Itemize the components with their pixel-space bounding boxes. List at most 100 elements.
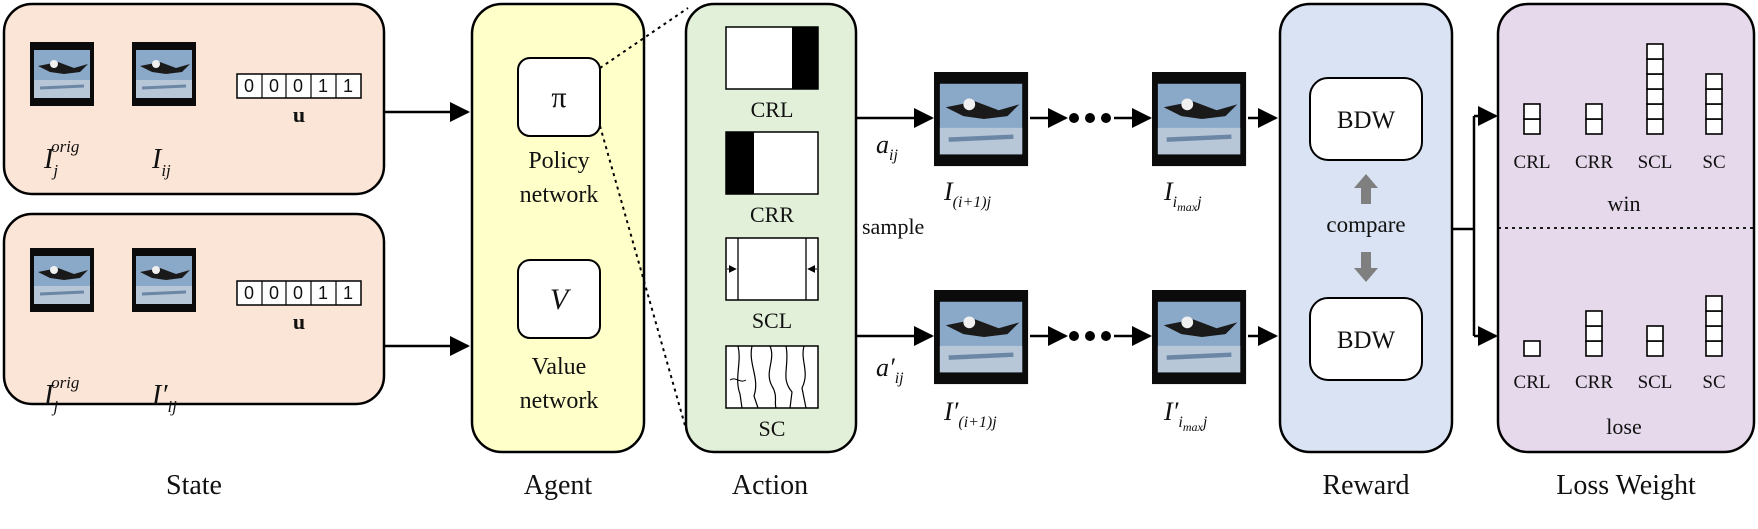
image-thumbnail	[130, 246, 198, 314]
weight-unit-scl	[1646, 43, 1664, 60]
weight-unit-sc	[1705, 295, 1723, 312]
bdw-box-top	[1309, 77, 1423, 161]
action-label: SCL	[752, 308, 792, 333]
sample-label: sample	[862, 214, 924, 239]
action-section: CRL CRR SCL SC Action	[684, 2, 858, 501]
state-top-vector: 0 0 0 1 1 u	[236, 73, 362, 127]
weight-unit-scl	[1646, 340, 1664, 357]
image-label: Iimaxj	[1163, 177, 1202, 214]
weight-unit-sc	[1705, 88, 1723, 105]
vector-cell: 0	[269, 283, 279, 303]
weight-unit-sc	[1705, 340, 1723, 357]
action-symbol: a′ij	[876, 353, 904, 387]
state-bottom-vector: 0 0 0 1 1 u	[236, 280, 362, 334]
weight-unit-scl	[1646, 73, 1664, 90]
policy-symbol: π	[551, 81, 566, 114]
weight-unit-crr	[1585, 103, 1603, 120]
reward-section: BDW compare BDW Reward	[1278, 2, 1454, 501]
vector-cell: 0	[244, 283, 254, 303]
policy-network-box	[517, 57, 601, 137]
weight-unit-sc	[1705, 325, 1723, 342]
action-label: CRL	[751, 97, 794, 122]
loss-category-label: CRL	[1514, 372, 1551, 393]
vector-label: u	[293, 309, 305, 334]
weight-unit-crr	[1585, 325, 1603, 342]
action-icon-scl	[725, 237, 819, 301]
state-section: 0 0 0 1 1 u 0 0 0 1 1 u Ijorig Iij Ijori…	[2, 2, 386, 501]
loss-category-label: SCL	[1638, 152, 1673, 173]
value-label: network	[520, 388, 599, 414]
action-label: CRR	[750, 202, 794, 227]
weight-unit-crl	[1523, 103, 1541, 120]
up-arrow-icon	[1354, 174, 1378, 204]
win-bar-group	[1523, 43, 1723, 135]
loss-category-label: SC	[1702, 372, 1725, 393]
image-label: I′(i+1)j	[943, 397, 997, 431]
crop-region	[792, 27, 818, 89]
weight-unit-crr	[1585, 310, 1603, 327]
policy-label: network	[520, 182, 599, 208]
weight-unit-crr	[1585, 118, 1603, 135]
vector-cell: 0	[269, 76, 279, 96]
weight-unit-scl	[1646, 103, 1664, 120]
vector-cell: 1	[343, 76, 353, 96]
section-title: State	[166, 470, 222, 501]
vector-cell: 1	[343, 283, 353, 303]
value-network-box	[517, 259, 601, 339]
weight-unit-sc	[1705, 310, 1723, 327]
zoom-line	[599, 125, 689, 437]
win-label: win	[1608, 191, 1641, 216]
action-label: SC	[759, 416, 786, 441]
ellipsis-dot	[1085, 113, 1095, 123]
image-label: Ijorig	[43, 373, 79, 416]
vector-cell: 0	[293, 283, 303, 303]
reward-to-loss-connector	[1452, 106, 1498, 346]
crop-region	[726, 132, 754, 194]
weight-unit-scl	[1646, 118, 1664, 135]
image-label: I(i+1)j	[943, 177, 992, 211]
vector-cell: 0	[244, 76, 254, 96]
image-label: Iij	[151, 144, 171, 180]
bdw-label: BDW	[1337, 327, 1396, 354]
action-panel	[684, 2, 858, 454]
trajectory-section: sample aij I(i+1)j Iimaxj a′ij I′(i+1)j …	[856, 72, 1278, 434]
ellipsis-dot	[1069, 331, 1079, 341]
bdw-box-bottom	[1309, 297, 1423, 381]
section-title: Agent	[524, 470, 593, 501]
policy-label: Policy	[528, 148, 589, 174]
weight-unit-sc	[1705, 73, 1723, 90]
vector-cell: 0	[293, 76, 303, 96]
weight-unit-scl	[1646, 58, 1664, 75]
vector-cell: 1	[318, 283, 328, 303]
image-label: I′ij	[151, 380, 177, 416]
ellipsis-dot	[1069, 113, 1079, 123]
down-arrow-icon	[1354, 252, 1378, 282]
compare-label: compare	[1326, 212, 1405, 237]
weight-unit-crl	[1523, 340, 1541, 357]
bdw-label: BDW	[1337, 107, 1396, 134]
action-symbol: aij	[876, 130, 898, 164]
image-thumbnail	[1152, 72, 1246, 166]
image-thumbnail	[28, 246, 96, 314]
section-title: Loss Weight	[1556, 470, 1696, 501]
weight-unit-sc	[1705, 118, 1723, 135]
weight-unit-scl	[1646, 325, 1664, 342]
section-title: Reward	[1322, 470, 1409, 501]
weight-unit-crr	[1585, 340, 1603, 357]
loss-section: CRL CRR SCL SC win CRL CRR SCL SC lose L…	[1496, 2, 1756, 501]
agent-section: π Policy network V Value network Agent	[470, 2, 646, 501]
ellipsis-dot	[1101, 113, 1111, 123]
weight-unit-crl	[1523, 118, 1541, 135]
image-thumbnail	[934, 290, 1028, 384]
image-thumbnail	[130, 40, 198, 108]
ellipsis-dot	[1085, 331, 1095, 341]
loss-category-label: CRR	[1575, 152, 1613, 173]
image-label: Ijorig	[43, 137, 79, 180]
lose-label: lose	[1606, 414, 1641, 439]
loss-category-label: CRR	[1575, 372, 1613, 393]
weight-unit-sc	[1705, 103, 1723, 120]
image-thumbnail	[28, 40, 96, 108]
action-icon-sc	[725, 345, 819, 409]
value-symbol: V	[550, 283, 572, 316]
